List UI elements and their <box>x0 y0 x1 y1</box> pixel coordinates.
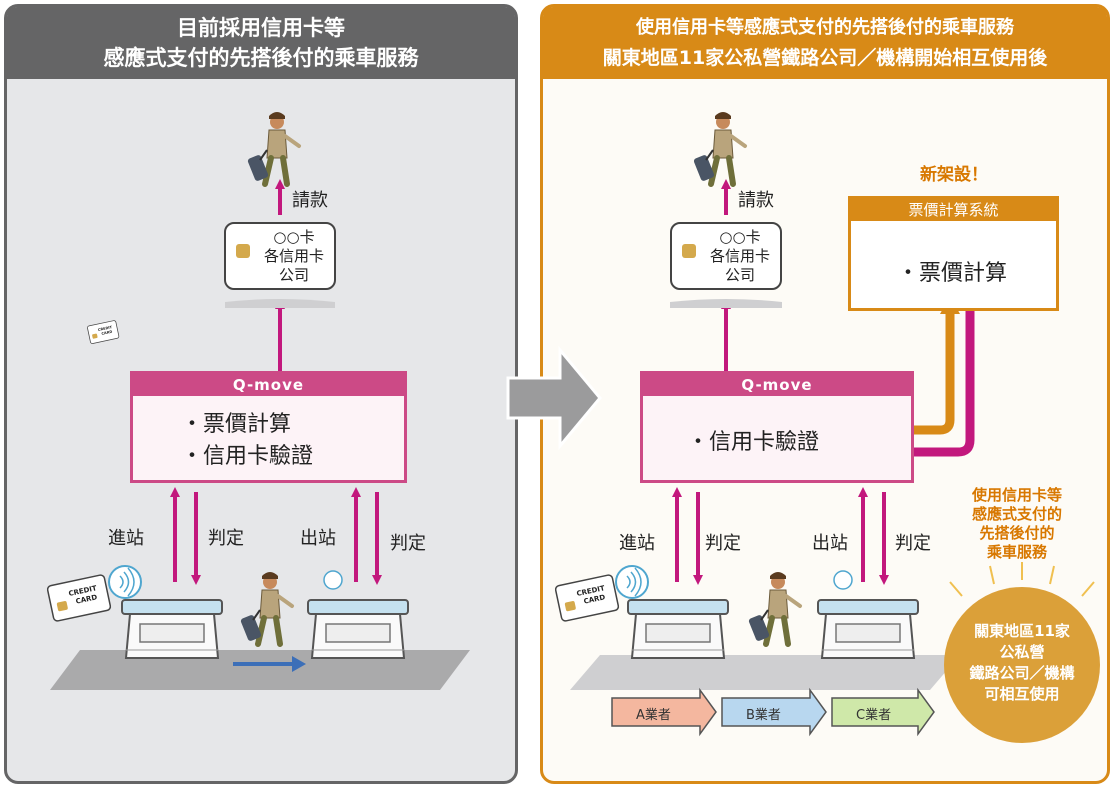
exit-gate-icon <box>307 599 409 659</box>
fare-system-box: 票價計算系統 ・票價計算 <box>848 196 1059 311</box>
qmove-item-fare: ・票價計算 <box>181 412 292 437</box>
badge-text-line-4: 可相互使用 <box>984 685 1060 703</box>
badge-text-line-1: 關東地區11家 <box>974 622 1070 640</box>
judge-label-right-1: 判定 <box>705 533 741 554</box>
billing-label: 請款 <box>292 190 328 211</box>
service-note: 使用信用卡等 感應式支付的 先搭後付的 乘車服務 <box>947 486 1087 562</box>
entry-label: 進站 <box>108 528 144 549</box>
exit-gate-icon-right <box>817 599 919 659</box>
service-note-line-1: 使用信用卡等 <box>971 486 1062 504</box>
entry-gate-icon <box>121 599 223 659</box>
traveler-icon-right <box>693 112 745 184</box>
billing-label-right: 請款 <box>738 190 774 211</box>
interoperability-badge <box>944 587 1100 743</box>
current-service-heading: 目前採用信用卡等 感應式支付的先搭後付的乘車服務 <box>7 7 515 79</box>
credit-card-icon-right <box>554 573 620 623</box>
credit-card-icon <box>46 573 112 623</box>
operator-c-arrow <box>831 687 935 737</box>
card-company-box: ○○卡 各信用卡 公司 <box>224 222 336 290</box>
badge-text-line-3: 鐵路公司／機構 <box>969 664 1075 682</box>
fare-to-qmove-arrow <box>890 310 975 457</box>
transition-arrow-icon <box>506 345 602 451</box>
qmove-to-fare-arrow <box>880 310 955 435</box>
new-heading-line-1: 使用信用卡等感應式支付的先搭後付的乘車服務 <box>636 17 1014 38</box>
judge-label-right-2: 判定 <box>895 533 931 554</box>
operator-a-arrow <box>611 687 717 737</box>
judge-label-2: 判定 <box>390 533 426 554</box>
qmove-item-card-auth-right: ・信用卡驗證 <box>687 430 820 455</box>
card-company-right-line-1: ○○卡 <box>719 228 761 246</box>
new-service-heading: 使用信用卡等感應式支付的先搭後付的乘車服務 關東地區11家公私營鐵路公司／機構開… <box>543 7 1107 79</box>
current-heading-line-2: 感應式支付的先搭後付的乘車服務 <box>103 46 419 70</box>
new-label: 新架設！ <box>920 165 988 185</box>
operator-c-label: C業者 <box>856 708 892 723</box>
floor <box>50 650 470 690</box>
contactless-icon-right <box>615 565 649 599</box>
contactless-icon <box>108 565 142 599</box>
ic-chip-icon <box>236 244 250 258</box>
card-company-right-line-2: 各信用卡 <box>710 247 771 265</box>
qmove-title-right: Q-move <box>643 374 911 396</box>
credit-card-small-icon <box>86 319 120 345</box>
badge-text: 關東地區11家 公私營 鐵路公司／機構 可相互使用 <box>944 621 1100 705</box>
qmove-box: Q-move ・票價計算 ・信用卡驗證 <box>130 371 407 483</box>
qmove-box-right: Q-move ・信用卡驗證 <box>640 371 914 483</box>
fare-system-title: 票價計算系統 <box>851 199 1056 221</box>
card-company-line-3: 公司 <box>279 266 310 284</box>
operator-b-arrow <box>721 687 827 737</box>
new-heading-line-2: 關東地區11家公私營鐵路公司／機構開始相互使用後 <box>602 47 1048 69</box>
service-note-line-2: 感應式支付的 <box>971 505 1062 523</box>
exit-label-right: 出站 <box>812 533 848 554</box>
entry-label-right: 進站 <box>619 533 655 554</box>
floor-right <box>570 655 960 690</box>
card-company-line-1: ○○卡 <box>273 228 315 246</box>
badge-text-line-2: 公私營 <box>999 643 1045 661</box>
service-note-line-4: 乘車服務 <box>986 543 1047 561</box>
traveler-icon <box>247 112 299 184</box>
operator-b-label: B業者 <box>746 708 781 723</box>
entry-gate-icon-right <box>627 599 729 659</box>
qmove-item-card-auth: ・信用卡驗證 <box>181 444 314 469</box>
walking-traveler-icon <box>240 572 292 644</box>
contactless-small-icon <box>323 570 343 590</box>
card-company-right-line-3: 公司 <box>725 266 756 284</box>
current-heading-line-1: 目前採用信用卡等 <box>177 16 345 40</box>
service-note-line-3: 先搭後付的 <box>979 524 1055 542</box>
card-company-line-2: 各信用卡 <box>264 247 325 265</box>
judge-label-1: 判定 <box>208 528 244 549</box>
fare-system-item: ・票價計算 <box>897 261 1008 286</box>
ic-chip-icon-right <box>682 244 696 258</box>
qmove-title: Q-move <box>133 374 404 396</box>
operator-a-label: A業者 <box>636 708 671 723</box>
walking-traveler-icon-right <box>748 572 800 644</box>
card-shadow <box>225 299 335 308</box>
contactless-small-icon-right <box>833 570 853 590</box>
card-company-box-right: ○○卡 各信用卡 公司 <box>670 222 782 290</box>
exit-label: 出站 <box>300 528 336 549</box>
